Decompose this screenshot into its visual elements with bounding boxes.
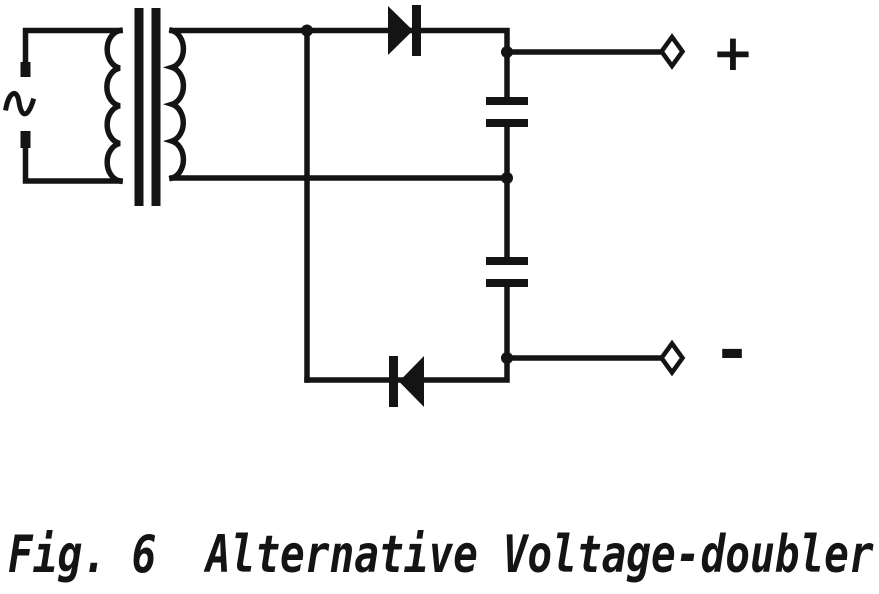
- diode-top-triangle-icon: [388, 6, 413, 55]
- ac-terminal-bottom: [20, 131, 31, 148]
- diode-top-cathode-bar: [412, 5, 421, 56]
- wires: [169, 27, 664, 383]
- transformer: [104, 8, 187, 206]
- capacitor-top: [486, 97, 528, 127]
- junction-negative-tap: [501, 352, 513, 364]
- transformer-secondary-coil: [162, 27, 187, 182]
- output-terminals: + -: [658, 24, 754, 388]
- secondary-top-wire: [169, 27, 510, 100]
- junction-capacitor-midpoint: [501, 172, 513, 184]
- transformer-core-bar-left: [134, 8, 144, 206]
- figure-caption: Fig. 6 Alternative Voltage-doubler: [8, 525, 874, 585]
- positive-terminal-diamond-icon: [658, 33, 686, 70]
- capacitor-bottom-plate-lower: [486, 279, 528, 287]
- diode-bottom-cathode-bar: [389, 356, 398, 407]
- diode-top: [388, 5, 421, 56]
- positive-label: +: [712, 24, 754, 82]
- ac-source: [3, 27, 123, 184]
- capacitor-top-plate-lower: [486, 119, 528, 127]
- diode-bottom-triangle-icon: [399, 356, 424, 407]
- transformer-core-bar-right: [151, 8, 161, 206]
- junction-positive-tap: [501, 46, 513, 58]
- primary-left-top-wire: [22, 27, 123, 67]
- diode-bottom: [389, 356, 424, 407]
- transformer-primary-coil: [104, 27, 124, 185]
- ac-terminal-top: [20, 62, 31, 77]
- capacitor-bottom-plate-upper: [486, 257, 528, 265]
- capacitor-bottom: [486, 257, 528, 287]
- bottom-wire: [304, 284, 510, 383]
- junction-dots: [301, 24, 513, 364]
- junction-top-branch: [301, 24, 313, 37]
- primary-left-bottom-wire: [22, 147, 123, 184]
- sine-wave-icon: [3, 91, 37, 117]
- negative-label: -: [719, 314, 746, 388]
- capacitor-top-plate-upper: [486, 97, 528, 105]
- negative-terminal-diamond-icon: [658, 339, 686, 377]
